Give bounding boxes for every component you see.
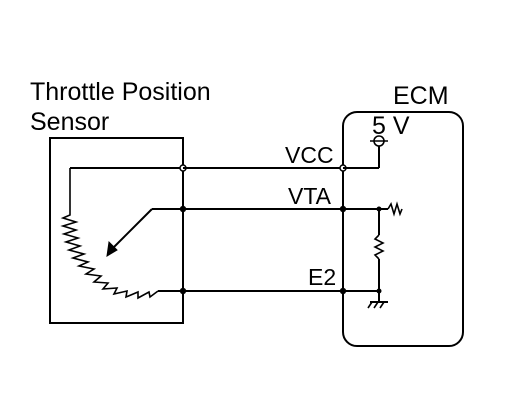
ecm-title: ECM (393, 82, 449, 110)
terminal-label-e2: E2 (308, 264, 336, 290)
sensor-box (49, 137, 184, 324)
terminal-label-vta: VTA (288, 183, 332, 209)
terminal-label-vcc: VCC (285, 142, 334, 168)
ground-icon (367, 301, 388, 309)
ecm-input-resistor (387, 201, 403, 217)
sensor-resistive-track (60, 168, 159, 300)
sensor-title-line1: Throttle Position (30, 78, 211, 106)
wiper-arrow-icon (106, 240, 118, 257)
sensor-title-line2: Sensor (30, 108, 109, 136)
ecm-box (342, 111, 464, 347)
wiper-arm (111, 208, 153, 250)
ecm-pull-resistor (373, 234, 385, 260)
